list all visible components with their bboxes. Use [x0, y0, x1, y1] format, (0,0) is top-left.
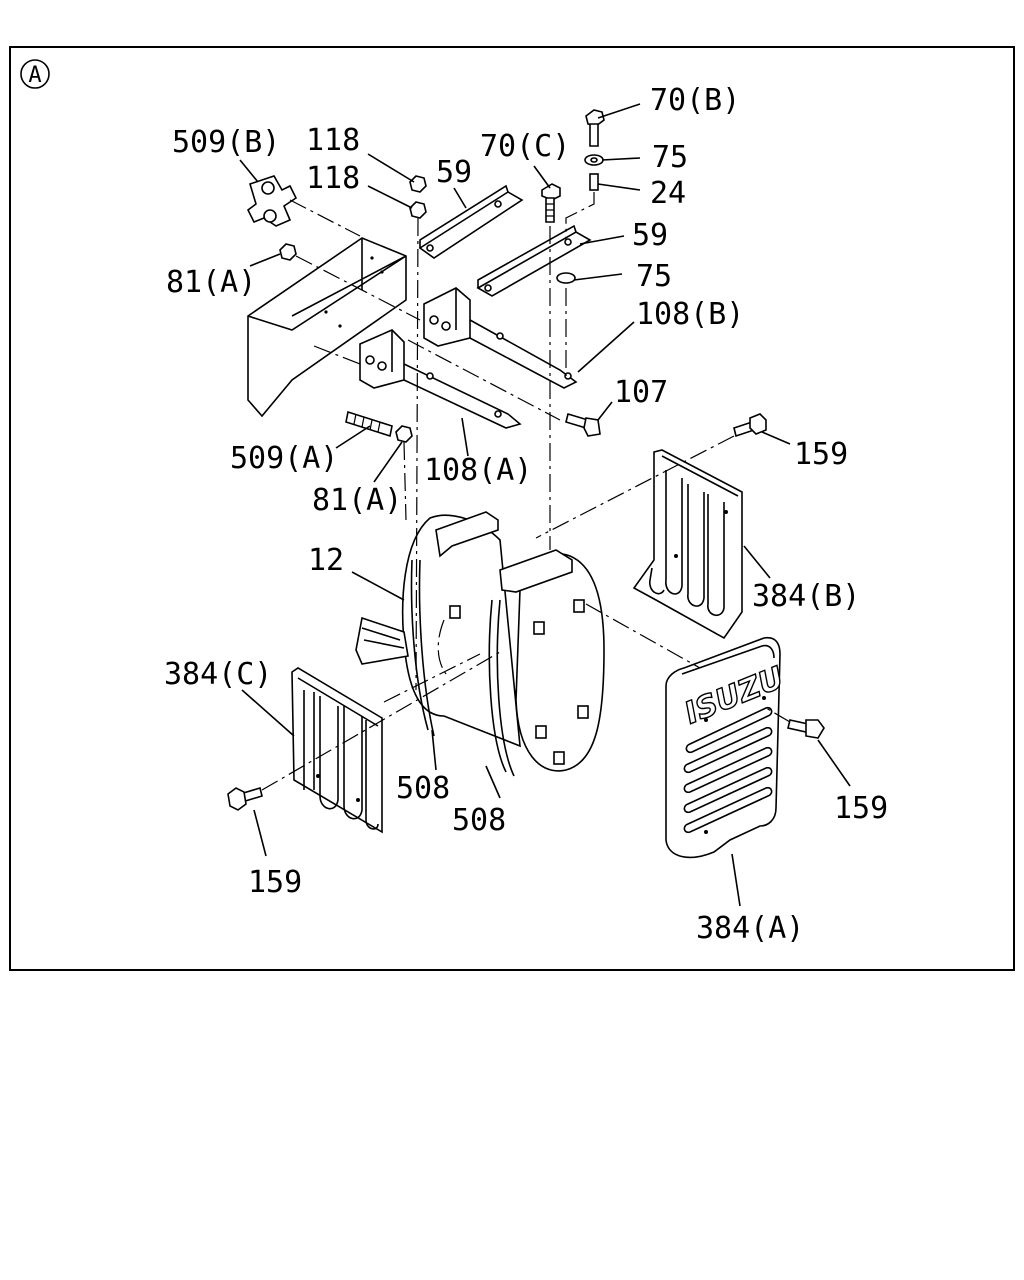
- label-384c: 384(C): [164, 657, 272, 692]
- part-159-bolt-left: [227, 786, 263, 811]
- part-108a-bracket: [359, 329, 522, 429]
- view-marker-letter: A: [28, 63, 41, 88]
- label-108a: 108(A): [424, 453, 532, 488]
- label-508-a: 508: [396, 771, 450, 806]
- label-509b: 509(B): [172, 125, 280, 160]
- part-107-bolt: [565, 412, 601, 437]
- label-384b: 384(B): [752, 579, 860, 614]
- label-75-mid: 75: [636, 259, 672, 294]
- label-81a-bottom: 81(A): [312, 483, 402, 518]
- label-107: 107: [614, 375, 668, 410]
- assembly-lines: [261, 192, 791, 791]
- label-509a: 509(A): [230, 441, 338, 476]
- part-70c-bolt: [541, 183, 561, 223]
- label-12: 12: [308, 543, 344, 578]
- part-108b-bracket: [423, 287, 578, 389]
- part-159-bolt-right: [787, 719, 825, 739]
- leader-lines: [239, 103, 851, 907]
- part-12-muffler: [355, 511, 605, 777]
- part-384b-shield: [632, 449, 743, 640]
- part-384a-cover: ISUZU: [665, 636, 789, 859]
- part-24-collar: [589, 173, 599, 191]
- label-70c: 70(C): [480, 129, 570, 164]
- label-159-top-right: 159: [794, 437, 848, 472]
- label-70b: 70(B): [650, 83, 740, 118]
- label-508-b: 508: [452, 803, 506, 838]
- part-384c-shield: [291, 667, 383, 834]
- part-75-washer-mid: [556, 272, 576, 284]
- part-159-bolt-top-right: [733, 413, 767, 438]
- label-108b: 108(B): [636, 297, 744, 332]
- label-118-a: 118: [306, 123, 360, 158]
- part-509a-stud: [345, 410, 393, 438]
- diagram-frame: [9, 46, 1015, 971]
- label-118-b: 118: [306, 161, 360, 196]
- cover-slots: [683, 706, 773, 834]
- label-75-top: 75: [652, 140, 688, 175]
- part-81a-nut-bottom: [395, 425, 413, 443]
- label-159-right: 159: [834, 791, 888, 826]
- label-59-upper: 59: [436, 155, 472, 190]
- frame-rail: [247, 237, 407, 418]
- label-384a: 384(A): [696, 911, 804, 946]
- part-70b-bolt: [585, 109, 605, 147]
- part-59-strip-upper: [418, 184, 524, 259]
- label-81a-top: 81(A): [166, 265, 256, 300]
- part-75-washer-top: [584, 154, 604, 166]
- part-81a-nut-top: [279, 243, 297, 261]
- part-59-strip-lower: [476, 224, 592, 297]
- label-59-lower: 59: [632, 218, 668, 253]
- label-159-left: 159: [248, 865, 302, 900]
- view-marker: A: [20, 59, 50, 89]
- callout-labels: 70(B) 75 24 70(C) 118 118 59 59 509(B) 7…: [164, 83, 888, 946]
- part-509b-clamp: [246, 175, 298, 227]
- part-118-nuts: [409, 175, 427, 219]
- label-24: 24: [650, 176, 686, 211]
